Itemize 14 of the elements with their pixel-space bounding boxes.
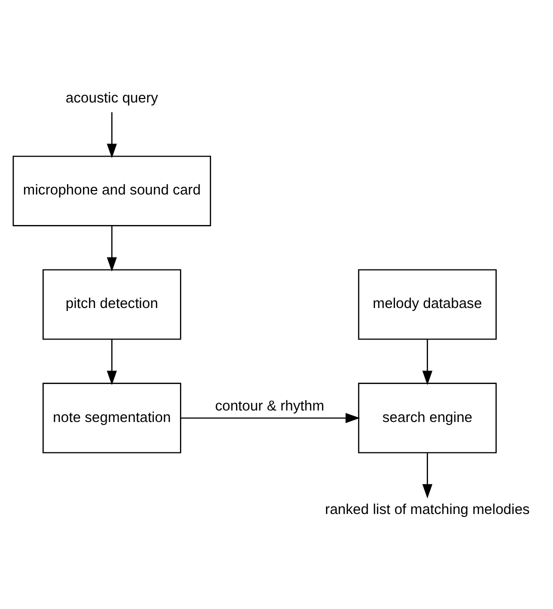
node-text: acoustic query xyxy=(66,90,158,107)
edge-label: contour & rhythm xyxy=(215,398,324,414)
node-text: ranked list of matching melodies xyxy=(325,502,530,518)
arrow xyxy=(106,339,117,386)
arrow xyxy=(422,453,432,498)
arrow xyxy=(180,413,360,424)
node-box: pitch detection xyxy=(42,269,182,340)
node-box: melody database xyxy=(358,269,497,340)
node-box: note segmentation xyxy=(42,382,182,454)
arrow xyxy=(106,226,117,272)
arrow xyxy=(422,339,432,386)
arrow xyxy=(106,112,117,158)
node-box: search engine xyxy=(358,382,497,454)
node-box: microphone and sound card xyxy=(12,156,212,226)
